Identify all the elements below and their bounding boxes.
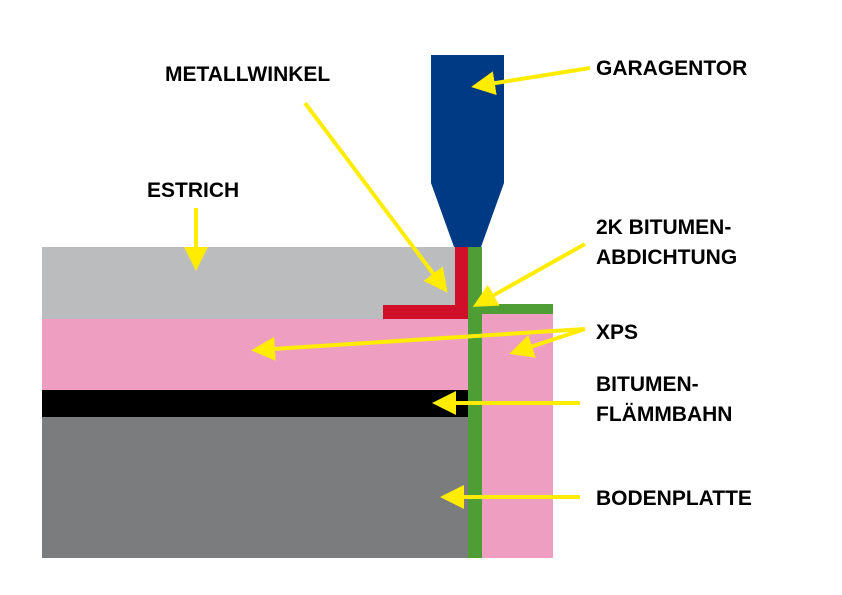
garagentor-shape (431, 55, 504, 247)
xps-layer-horizontal (42, 319, 468, 390)
label-abdichtung-line2: ABDICHTUNG (596, 246, 737, 269)
arrow-xps-right (509, 327, 586, 358)
arrow-xps-left (251, 327, 586, 361)
arrow-metallwinkel (303, 101, 448, 293)
bodenplatte-layer (42, 417, 468, 558)
label-metallwinkel: METALLWINKEL (165, 63, 330, 86)
label-flaemmbahn-line1: BITUMEN- (596, 373, 699, 396)
arrow-abdichtung (472, 242, 586, 307)
metallwinkel-vertical (455, 247, 468, 319)
label-flaemmbahn-line2: FLÄMMBAHN (596, 403, 732, 426)
label-xps: XPS (596, 321, 638, 344)
flaemmbahn-layer (42, 390, 468, 417)
label-garagentor: GARAGENTOR (596, 57, 747, 80)
label-abdichtung-line1: 2K BITUMEN- (596, 216, 731, 239)
label-bodenplatte: BODENPLATTE (596, 487, 752, 510)
label-estrich: ESTRICH (147, 179, 239, 202)
arrow-garagentor (471, 66, 591, 96)
metallwinkel-horizontal (383, 305, 468, 319)
abdichtung-horizontal (468, 304, 553, 314)
